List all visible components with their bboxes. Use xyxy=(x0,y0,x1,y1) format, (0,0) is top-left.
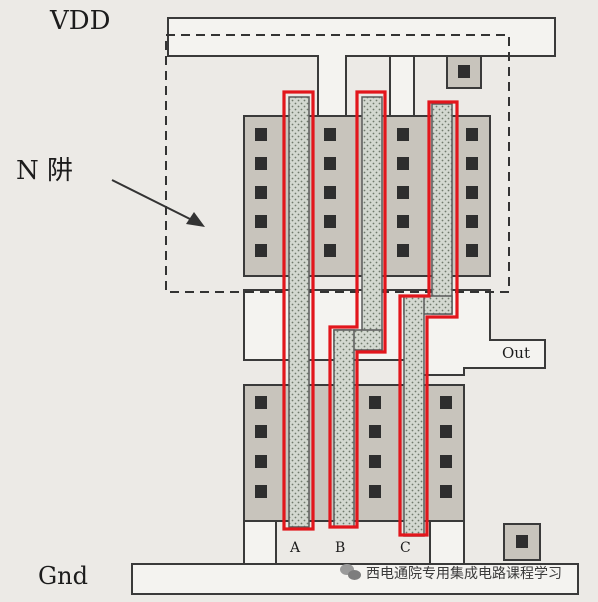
watermark: 西电通院专用集成电路课程学习 xyxy=(340,563,562,583)
pmos-contact xyxy=(324,157,336,170)
output-net xyxy=(243,289,546,376)
nmos-contact xyxy=(255,455,267,468)
pmos-contact xyxy=(466,215,478,228)
nmos-contact xyxy=(369,396,381,409)
nmos-contact xyxy=(369,485,381,498)
pmos-contact xyxy=(466,186,478,199)
highlight-gate-b xyxy=(328,90,387,529)
contact-array xyxy=(255,65,528,548)
nmos-contact xyxy=(255,396,267,409)
nwell-pointer-arrow xyxy=(111,179,205,227)
pmos-contact xyxy=(324,128,336,141)
poly-gate-a xyxy=(288,96,310,528)
wechat-icon xyxy=(340,564,362,582)
pmos-contact xyxy=(255,157,267,170)
pmos-contact xyxy=(324,186,336,199)
gnd-label: Gnd xyxy=(38,562,88,590)
nmos-contact xyxy=(440,425,452,438)
well-tap-vdd xyxy=(446,55,482,89)
nmos-contact xyxy=(440,396,452,409)
nmos-contact xyxy=(369,455,381,468)
pmos-contact xyxy=(255,244,267,257)
poly-gate-b-upper xyxy=(361,96,383,351)
poly-gate-c-upper xyxy=(431,103,453,315)
vdd-label: VDD xyxy=(50,6,111,36)
pmos-contact xyxy=(324,244,336,257)
highlight-gate-c xyxy=(398,100,459,537)
pmos-contact xyxy=(397,215,409,228)
poly-gate-c-lower xyxy=(403,295,425,537)
poly-gate-b-lower xyxy=(333,329,355,528)
substrate-tap-gnd xyxy=(503,523,541,561)
watermark-text: 西电通院专用集成电路课程学习 xyxy=(366,566,562,582)
pmos-contact xyxy=(466,128,478,141)
input-a-label: A xyxy=(290,540,301,556)
nmos-gnd-strap-left xyxy=(243,519,277,565)
nmos-contact xyxy=(440,455,452,468)
highlight-layer xyxy=(282,90,459,537)
pmos-contact xyxy=(397,157,409,170)
pmos-contact xyxy=(324,215,336,228)
substrate-tap-contact xyxy=(516,535,528,548)
nmos-contact xyxy=(255,425,267,438)
nmos-contact xyxy=(440,485,452,498)
nmos-contact xyxy=(255,485,267,498)
input-c-label: C xyxy=(400,540,411,556)
pmos-contact xyxy=(466,244,478,257)
nwell-label: N 阱 xyxy=(16,156,74,186)
pmos-contact xyxy=(255,128,267,141)
highlight-gate-a xyxy=(282,90,315,531)
nmos-gnd-strap-right xyxy=(429,519,465,565)
pmos-contact xyxy=(255,186,267,199)
nmos-contact xyxy=(369,425,381,438)
metal-layer xyxy=(131,17,579,595)
pmos-source-strap xyxy=(389,55,415,121)
input-b-label: B xyxy=(335,540,346,556)
pmos-contact xyxy=(397,186,409,199)
pmos-contact xyxy=(255,215,267,228)
pmos-contact xyxy=(397,244,409,257)
pmos-contact xyxy=(397,128,409,141)
poly-layer xyxy=(288,96,453,537)
pmos-contact xyxy=(466,157,478,170)
n-well-boundary xyxy=(165,34,510,293)
output-label: Out xyxy=(502,344,530,362)
well-tap-contact xyxy=(458,65,470,78)
